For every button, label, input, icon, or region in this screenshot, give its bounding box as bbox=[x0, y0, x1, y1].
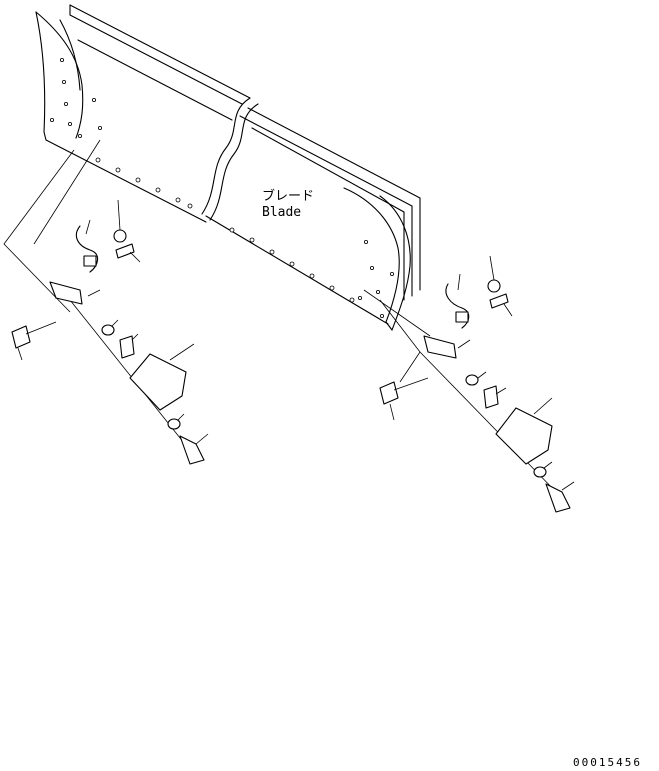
right-bolt-middle bbox=[483, 385, 499, 409]
left-cover-plate bbox=[129, 353, 187, 411]
left-bolt-upper bbox=[115, 243, 135, 259]
right-clamp bbox=[455, 311, 469, 323]
left-washer-lower bbox=[167, 418, 181, 430]
right-bolt-lower bbox=[545, 483, 571, 513]
right-nut bbox=[487, 279, 501, 293]
left-bracket-assembly bbox=[3, 139, 209, 465]
left-washer bbox=[101, 324, 115, 336]
right-bracket bbox=[423, 335, 457, 359]
left-nut bbox=[113, 229, 127, 243]
left-bracket bbox=[49, 281, 83, 305]
left-bolt-lower bbox=[179, 435, 205, 465]
blade-label-jp: ブレード bbox=[262, 188, 314, 204]
blade-body bbox=[35, 4, 421, 331]
left-clamp bbox=[83, 255, 97, 267]
left-bolt-big bbox=[11, 325, 31, 349]
right-cover-plate bbox=[495, 407, 553, 465]
right-bolt-upper bbox=[489, 293, 509, 309]
left-bolt-middle bbox=[119, 335, 135, 359]
blade-label-en: Blade bbox=[262, 205, 301, 220]
right-bracket-assembly bbox=[363, 255, 575, 513]
right-washer bbox=[465, 374, 479, 386]
right-bolt-big bbox=[379, 381, 399, 405]
document-number: 00015456 bbox=[573, 756, 642, 769]
blade-holes bbox=[50, 58, 394, 318]
right-washer-lower bbox=[533, 466, 547, 478]
